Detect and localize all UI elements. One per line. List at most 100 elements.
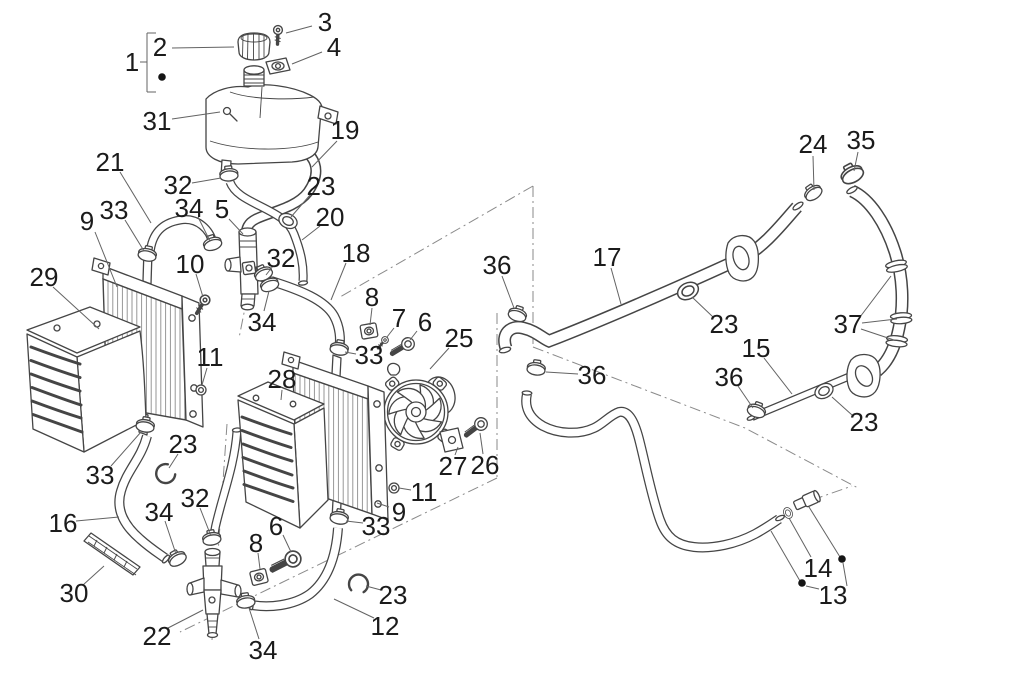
reference-dot-13 — [838, 555, 846, 563]
leader-line-33 — [124, 219, 145, 252]
callout-1: 1 — [125, 47, 139, 77]
callout-34: 34 — [175, 193, 204, 223]
callout-6: 6 — [269, 511, 283, 541]
callout-36: 36 — [483, 250, 512, 280]
callout-30: 30 — [60, 578, 89, 608]
tank-cap — [237, 32, 271, 61]
hose-rib-ring — [889, 311, 913, 326]
c-clip-23 — [345, 570, 373, 598]
callout-11: 11 — [197, 342, 224, 372]
callout-33: 33 — [100, 195, 129, 225]
leader-line-36 — [545, 371, 579, 375]
leader-line-3 — [285, 25, 313, 34]
reference-dot-13 — [798, 579, 806, 587]
leader-line-25 — [429, 347, 450, 370]
callout-13: 13 — [819, 580, 848, 610]
leader-line-23 — [831, 396, 853, 416]
bolt-6 — [270, 548, 302, 576]
callout-36: 36 — [578, 360, 607, 390]
leader-line-23 — [168, 453, 179, 469]
callout-23: 23 — [710, 309, 739, 339]
callout-36: 36 — [715, 362, 744, 392]
leader-line-13 — [808, 506, 841, 558]
leader-line-29 — [52, 286, 100, 330]
leader-line-11 — [398, 487, 412, 491]
callout-23: 23 — [307, 171, 336, 201]
callout-18: 18 — [342, 238, 371, 268]
callout-32: 32 — [164, 170, 193, 200]
leader-line-16 — [75, 516, 120, 522]
callout-24: 24 — [799, 129, 828, 159]
t-fitting-22 — [186, 547, 242, 639]
center-radiator-assembly — [213, 351, 464, 544]
radiator-side-plate — [367, 385, 389, 521]
callout-33: 33 — [86, 460, 115, 490]
hose-clamp-24 — [800, 179, 825, 204]
leader-line-36 — [501, 275, 515, 309]
thermostat-junction — [224, 227, 272, 311]
pump-hose-13 — [526, 394, 779, 547]
leader-line-8 — [369, 307, 373, 326]
leader-line-13 — [805, 585, 820, 590]
leader-line-32 — [191, 177, 222, 184]
callout-22: 22 — [143, 621, 172, 651]
level-sensor-31 — [222, 106, 232, 116]
callout-29: 29 — [30, 262, 59, 292]
leader-line-33 — [344, 351, 357, 355]
rubber-strip-30 — [83, 532, 141, 576]
hose-clamp-33 — [328, 337, 351, 358]
fan-hook-tab — [387, 362, 401, 376]
callout-34: 34 — [249, 635, 278, 665]
callout-14: 14 — [804, 553, 833, 583]
callout-28: 28 — [268, 364, 297, 394]
radiator-shroud-center — [237, 381, 329, 529]
leader-line-12 — [333, 598, 375, 619]
leader-line-23 — [290, 194, 311, 218]
leader-line-20 — [301, 225, 321, 241]
callout-33: 33 — [362, 511, 391, 541]
leader-line-34 — [263, 290, 270, 312]
hose-clamp-36 — [525, 358, 547, 377]
callout-25: 25 — [445, 323, 474, 353]
reference-dot-1 — [158, 73, 166, 81]
hose-clamp-35 — [836, 158, 867, 188]
callout-10: 10 — [176, 249, 205, 279]
leader-line-35 — [853, 151, 859, 172]
hose-clamp-34 — [200, 232, 224, 254]
callout-34: 34 — [145, 497, 174, 527]
leader-line-37 — [859, 275, 892, 318]
bolt-6 — [391, 337, 415, 358]
callout-26: 26 — [471, 450, 500, 480]
leader-line-5 — [228, 218, 244, 235]
callout-16: 16 — [49, 508, 78, 538]
leader-line-33 — [110, 431, 142, 467]
leader-line-17 — [610, 267, 622, 305]
square-nut-8 — [248, 567, 270, 587]
leader-line-23 — [365, 585, 382, 591]
callout-17: 17 — [593, 242, 622, 272]
leader-line-27 — [454, 446, 459, 456]
callout-27: 27 — [439, 451, 468, 481]
leader-line-10 — [195, 273, 204, 298]
leader-line-13 — [770, 530, 801, 582]
leader-line-6 — [409, 330, 418, 341]
engine-side-hoses — [499, 185, 913, 547]
leader-line-34 — [248, 607, 260, 640]
nut-11 — [388, 482, 400, 494]
callout-32: 32 — [267, 243, 296, 273]
leader-line-37 — [860, 328, 895, 341]
leader-line-30 — [82, 565, 105, 586]
callout-37: 37 — [834, 309, 863, 339]
callout-5: 5 — [215, 194, 229, 224]
callout-23: 23 — [850, 407, 879, 437]
leader-line-13 — [842, 562, 848, 587]
leader-line-4 — [291, 51, 323, 65]
leader-line-36 — [737, 385, 754, 409]
leader-line-21 — [119, 171, 152, 224]
callout-2: 2 — [153, 32, 167, 62]
union-fitting — [793, 489, 821, 511]
leader-line-9 — [376, 502, 390, 508]
callout-6: 6 — [418, 307, 432, 337]
leader-line-8 — [257, 552, 261, 570]
